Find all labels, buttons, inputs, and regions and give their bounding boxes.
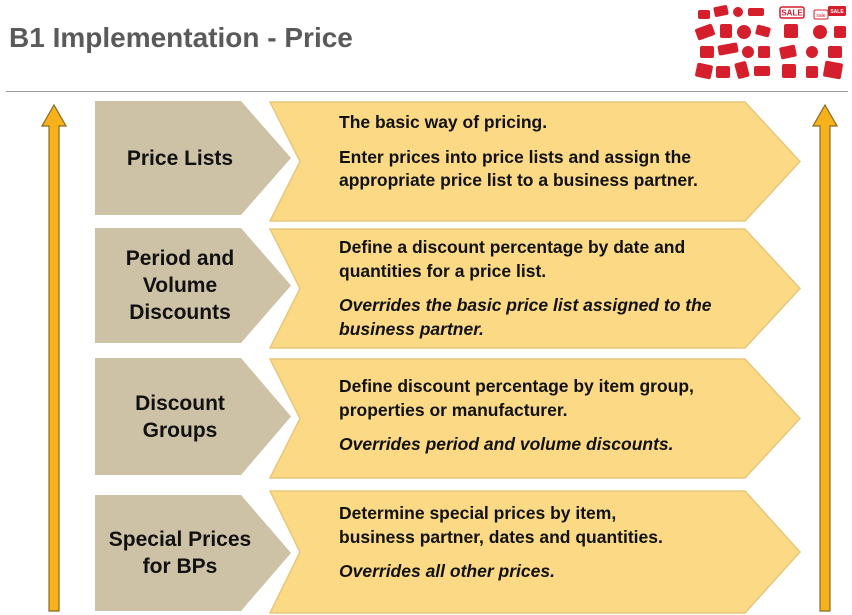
row-label: Price Lists xyxy=(126,146,234,170)
row-description-chevron xyxy=(269,490,801,614)
row-label: Special Prices for BPs xyxy=(108,528,252,578)
description-line: Overrides period and volume discounts. xyxy=(339,434,674,454)
description-line: Overrides the basic price list assigned … xyxy=(339,295,712,339)
row-label: Discount Groups xyxy=(135,391,225,442)
sale-tags-icon: SALE sale SALE xyxy=(695,5,846,80)
row-label-chevron xyxy=(95,101,291,215)
row-label: Period and Volume Discounts xyxy=(125,247,235,324)
row-label-chevron xyxy=(95,495,291,611)
row-label-chevron xyxy=(95,358,291,475)
row-description: The basic way of pricing. Enter prices i… xyxy=(339,111,759,193)
logo-text-2: sale xyxy=(816,13,825,19)
price-level-row: Price Lists The basic way of pricing. En… xyxy=(0,101,852,222)
description-line: Overrides all other prices. xyxy=(339,561,555,581)
price-level-row: Special Prices for BPs Determine special… xyxy=(0,490,852,614)
price-level-row: Period and Volume Discounts Define a dis… xyxy=(0,228,852,349)
price-level-row: Discount Groups Define discount percenta… xyxy=(0,358,852,479)
logo-text-3: SALE xyxy=(830,9,844,15)
row-description-chevron xyxy=(269,101,801,222)
row-description: Define discount percentage by item group… xyxy=(339,375,759,457)
row-description: Define a discount percentage by date and… xyxy=(339,236,759,341)
description-line: Enter prices into price lists and assign… xyxy=(339,146,698,191)
description-line: Define a discount percentage by date and… xyxy=(339,237,686,281)
row-description: Determine special prices by item, busine… xyxy=(339,502,759,584)
row-description-chevron xyxy=(269,228,801,349)
slide-title: B1 Implementation - Price xyxy=(9,22,353,53)
up-arrow-left-icon xyxy=(41,104,67,612)
description-line: The basic way of pricing. xyxy=(339,112,548,132)
logo-text-1: SALE xyxy=(781,9,803,18)
description-line: Determine special prices by item, busine… xyxy=(339,503,663,547)
title-divider xyxy=(6,91,848,92)
up-arrow-right-icon xyxy=(812,104,838,612)
row-description-chevron xyxy=(269,358,801,479)
row-label-chevron xyxy=(95,228,291,343)
description-line: Define discount percentage by item group… xyxy=(339,376,694,420)
